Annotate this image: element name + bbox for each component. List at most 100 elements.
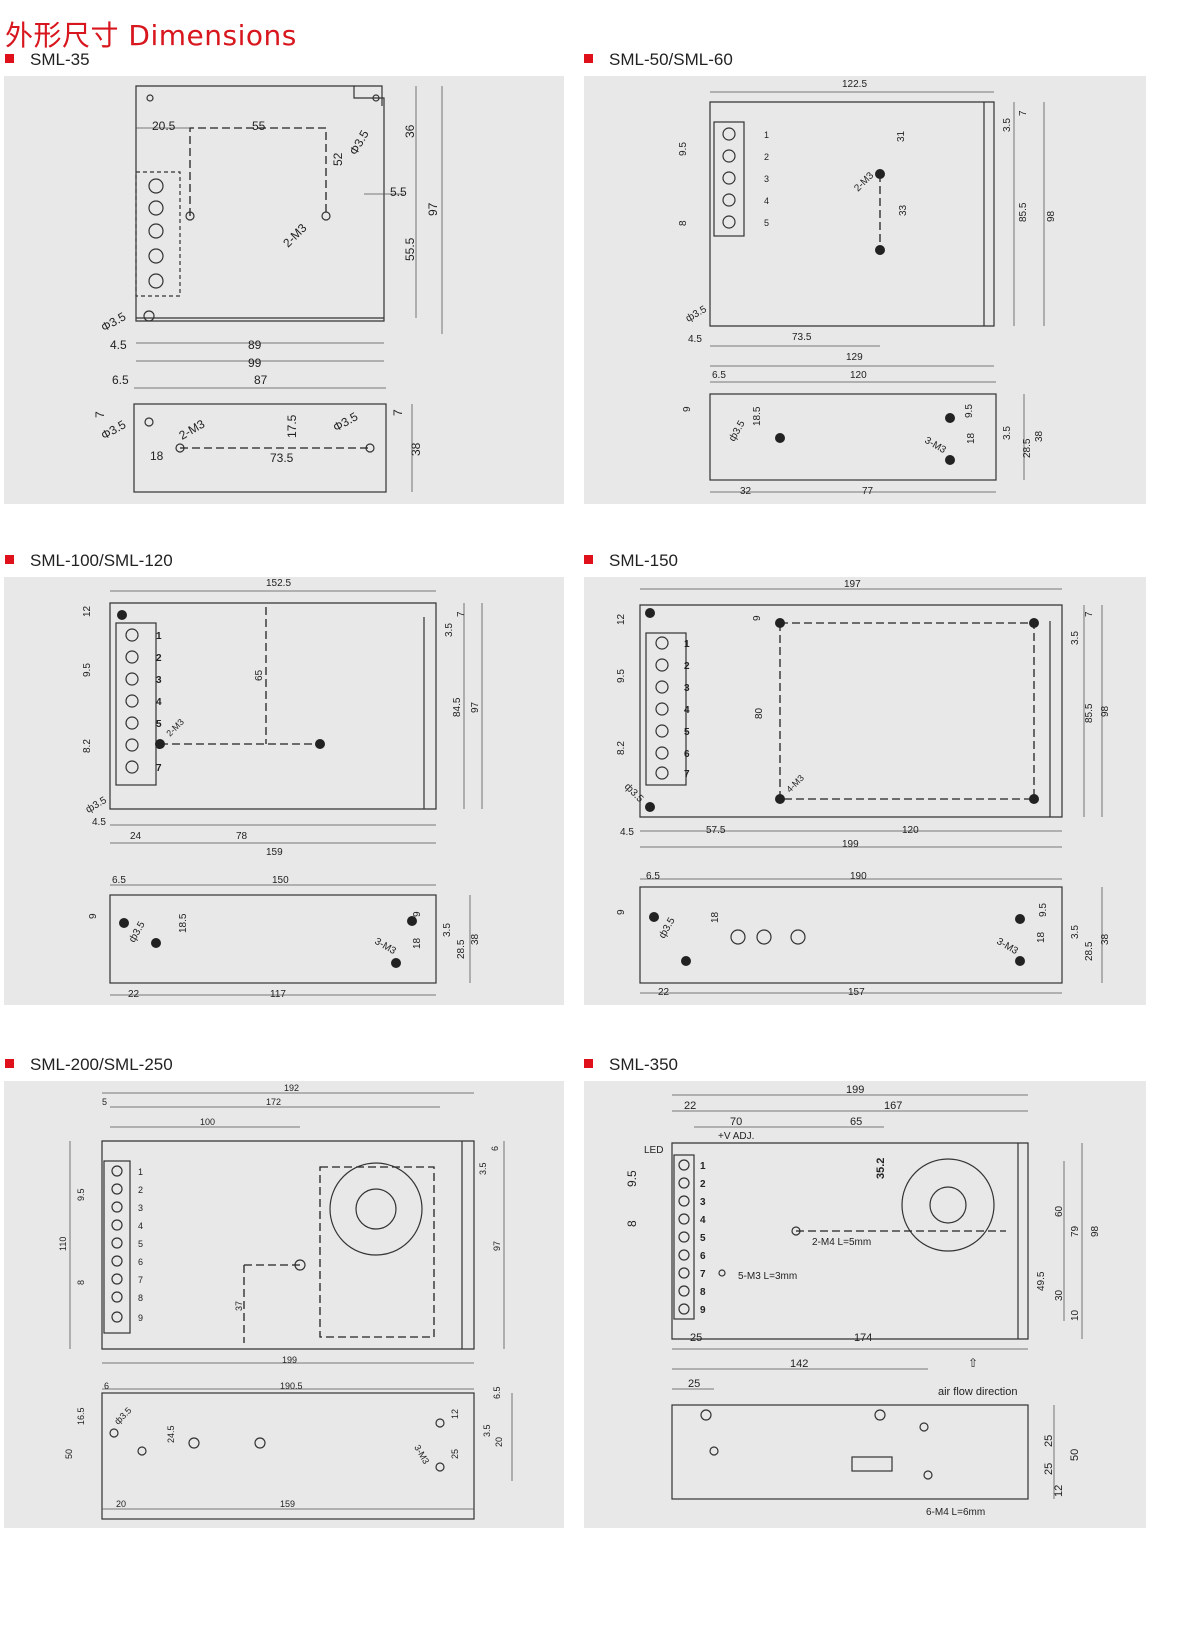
dim-label: 9.5 xyxy=(1038,903,1049,917)
drawing-panel-sml-200-250: 192 5 172 100 110 9.5 8 1 2 3 4 5 6 7 8 … xyxy=(4,1081,564,1528)
bullet-square-icon xyxy=(5,1059,14,1068)
dim-label: 73.5 xyxy=(270,451,294,465)
dim-label: 2-M3 xyxy=(280,221,309,250)
dim-label: ф3.5 xyxy=(126,919,148,945)
dim-label: 1 xyxy=(764,130,769,140)
dim-label: 9 xyxy=(752,615,763,621)
dim-label: 55 xyxy=(252,119,266,133)
dim-label: 85.5 xyxy=(1018,202,1029,222)
section-label-sml-50-60: SML-50/SML-60 xyxy=(584,50,733,70)
dim-label: 120 xyxy=(850,370,867,381)
dim-label: 98 xyxy=(1100,705,1111,717)
dim-label: 6.5 xyxy=(492,1386,502,1399)
dim-label: 33 xyxy=(898,204,909,216)
dimension-drawing-sml-100-120: 152.5 12 9.5 8.2 65 1 2 3 4 5 6 7 2-M3 3… xyxy=(82,578,483,1000)
dim-label: 5 xyxy=(700,1233,706,1244)
dim-label: 98 xyxy=(1090,1225,1101,1237)
dim-label: 52 xyxy=(331,152,345,166)
dim-label: 3 xyxy=(684,683,690,694)
page-title: 外形尺寸 Dimensions xyxy=(5,19,297,52)
dim-label: 6-M4 L=6mm xyxy=(926,1507,985,1518)
dim-label: 12 xyxy=(1053,1485,1065,1497)
dim-label: 55.5 xyxy=(403,237,417,261)
dim-label: ф3.5 xyxy=(656,915,678,941)
dim-label: 98 xyxy=(1046,210,1057,222)
dim-label: ф3.5 xyxy=(622,781,646,805)
dim-label: 2-M3 xyxy=(164,717,186,739)
dim-label: 18 xyxy=(710,911,721,923)
dim-label: 18.5 xyxy=(752,406,763,426)
dim-label: 28.5 xyxy=(1084,941,1095,961)
dim-label: 157 xyxy=(848,987,865,998)
dim-label: 25 xyxy=(1043,1463,1055,1475)
drawing-panel-sml-50-60: 122.5 9.5 8 31 2-M3 33 1 2 3 4 5 3.5 7 8… xyxy=(584,76,1146,504)
dim-label: 97 xyxy=(426,202,440,216)
dim-label: 18 xyxy=(150,449,164,463)
dim-label: ф3.5 xyxy=(726,418,748,444)
drawing-panel-sml-100-120: 152.5 12 9.5 8.2 65 1 2 3 4 5 6 7 2-M3 3… xyxy=(4,577,564,1005)
bullet-square-icon xyxy=(584,54,593,63)
dim-label: 31 xyxy=(896,130,907,142)
dim-label: 122.5 xyxy=(842,79,867,90)
dim-label: 3.5 xyxy=(482,1424,492,1437)
dim-label: 49.5 xyxy=(1036,1271,1047,1291)
dim-label: 85.5 xyxy=(1084,703,1095,723)
dim-label: 4 xyxy=(764,196,769,206)
dim-label: 197 xyxy=(844,579,861,590)
dim-label: 8 xyxy=(678,220,689,226)
dim-label: 3.5 xyxy=(442,923,453,937)
dim-label: 22 xyxy=(684,1100,696,1112)
dim-label: 5 xyxy=(156,719,162,730)
dim-label: 5 xyxy=(102,1097,107,1107)
dim-label: 2 xyxy=(684,661,690,672)
dim-label: 50 xyxy=(64,1449,74,1459)
dim-label: 7 xyxy=(1084,611,1095,617)
dim-label: 18.5 xyxy=(178,913,189,933)
dim-label: 2-M3 xyxy=(852,170,876,194)
dim-label: 2 xyxy=(700,1179,706,1190)
drawing-panel-sml-150: 197 12 9 9.5 8.2 80 1 2 3 4 5 6 7 4-M3 3… xyxy=(584,577,1146,1005)
dim-label: 8 xyxy=(76,1280,86,1285)
dim-label: 1 xyxy=(700,1161,706,1172)
section-label-sml-150: SML-150 xyxy=(584,551,678,571)
dim-label: 3.5 xyxy=(1070,925,1081,939)
dim-label: 97 xyxy=(492,1241,502,1251)
bullet-square-icon xyxy=(5,555,14,564)
dim-label: 190.5 xyxy=(280,1381,303,1391)
dim-label: air flow direction xyxy=(938,1386,1017,1398)
dim-label: 22 xyxy=(658,987,670,998)
dim-label: 199 xyxy=(846,1084,864,1096)
dim-label: 3.5 xyxy=(478,1162,488,1175)
dim-label: 6.5 xyxy=(712,370,726,381)
dim-label: ф3.5 xyxy=(84,794,110,816)
dim-label: 77 xyxy=(862,486,874,497)
dim-label: 80 xyxy=(754,707,765,719)
arrow-up-icon: ⇧ xyxy=(968,1356,978,1370)
dim-label: 3-M3 xyxy=(995,936,1021,957)
dim-label: 9.5 xyxy=(625,1170,639,1187)
dim-label: 7 xyxy=(93,411,107,418)
dim-label: 4.5 xyxy=(110,338,127,352)
bullet-square-icon xyxy=(5,54,14,63)
dim-label: 20 xyxy=(494,1437,504,1447)
dim-label: 3-M3 xyxy=(412,1443,431,1466)
dim-label: 38 xyxy=(1100,933,1111,945)
dim-label: 110 xyxy=(58,1237,68,1251)
dim-label: 12 xyxy=(616,613,627,625)
dim-label: 8.2 xyxy=(616,741,627,755)
dimension-drawing-sml-50-60: 122.5 9.5 8 31 2-M3 33 1 2 3 4 5 3.5 7 8… xyxy=(678,79,1057,497)
dim-label: 4 xyxy=(156,697,162,708)
dim-label: 84.5 xyxy=(452,697,463,717)
dim-label: 30 xyxy=(1054,1289,1065,1301)
dim-label: 152.5 xyxy=(266,578,291,589)
dim-label: 28.5 xyxy=(456,939,467,959)
dim-label: 7 xyxy=(156,763,162,774)
dim-label: 9 xyxy=(138,1313,143,1323)
dim-label: 142 xyxy=(790,1358,808,1370)
section-label-sml-200-250: SML-200/SML-250 xyxy=(5,1055,173,1075)
dimension-drawing-sml-350: 199 22 167 70 65 +V ADJ. LED 9.5 8 35.2 … xyxy=(625,1084,1101,1518)
dim-label: 172 xyxy=(266,1097,281,1107)
dim-label: 167 xyxy=(884,1100,902,1112)
dim-label: 9 xyxy=(700,1305,706,1316)
dimension-drawing-sml-200-250: 192 5 172 100 110 9.5 8 1 2 3 4 5 6 7 8 … xyxy=(58,1083,513,1520)
